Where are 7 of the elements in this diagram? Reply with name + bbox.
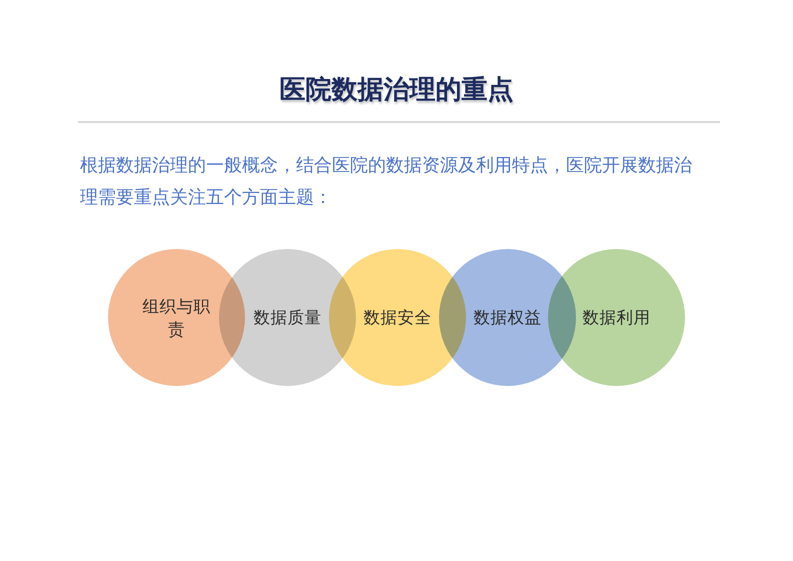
- page-title: 医院数据治理的重点: [280, 74, 514, 107]
- topic-label: 数据安全: [364, 307, 432, 329]
- topic-label: 组织与职责: [142, 296, 212, 340]
- topic-label: 数据利用: [582, 307, 650, 329]
- topic-label: 数据权益: [474, 307, 542, 329]
- intro-paragraph: 根据数据治理的一般概念，结合医院的数据资源及利用特点，医院开展数据治理需要重点关注五个方面主题：: [80, 154, 693, 210]
- topic-label: 数据质量: [254, 307, 322, 329]
